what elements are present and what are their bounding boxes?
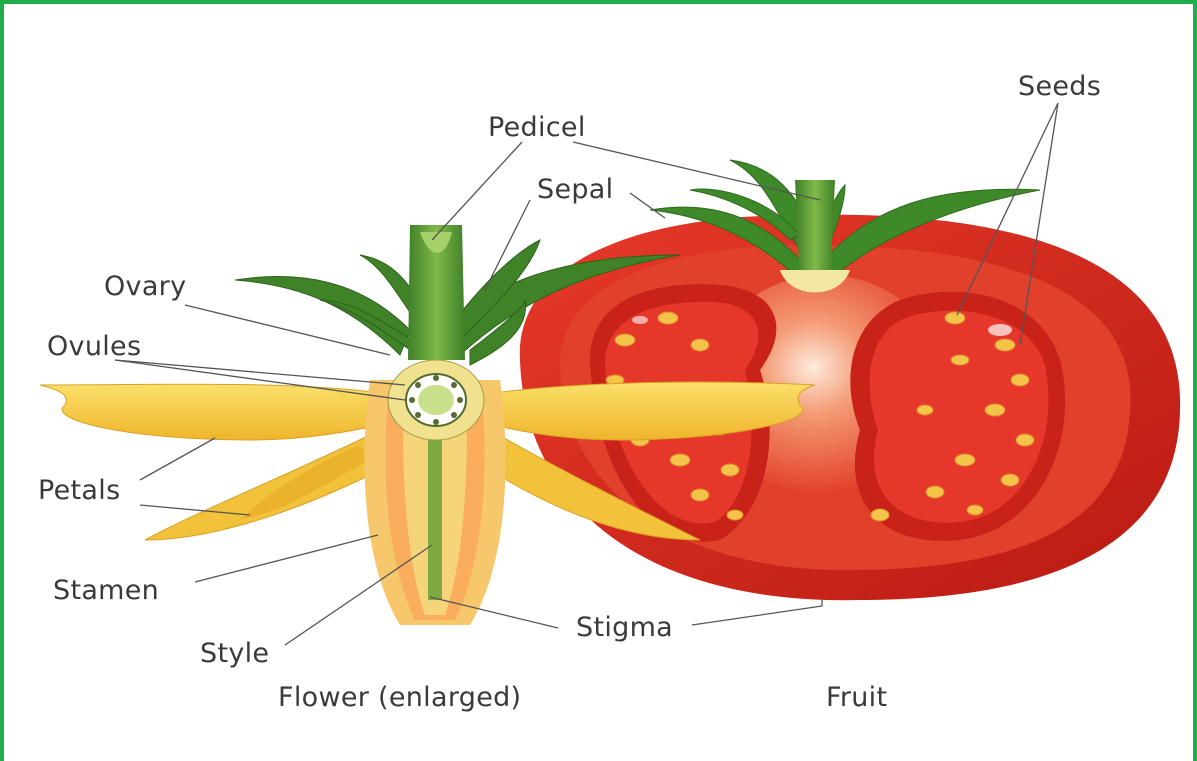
- label-ovules: Ovules: [47, 333, 141, 360]
- label-ovary: Ovary: [104, 273, 186, 300]
- label-stigma: Stigma: [576, 614, 673, 641]
- label-seeds: Seeds: [1018, 73, 1101, 100]
- label-petals: Petals: [38, 477, 120, 504]
- label-stamen: Stamen: [53, 577, 159, 604]
- caption-flower: Flower (enlarged): [278, 684, 521, 711]
- label-pedicel: Pedicel: [488, 114, 586, 141]
- caption-fruit: Fruit: [826, 684, 887, 711]
- label-style: Style: [200, 640, 269, 667]
- tomato-fruit: [520, 160, 1180, 600]
- label-sepal: Sepal: [537, 176, 613, 203]
